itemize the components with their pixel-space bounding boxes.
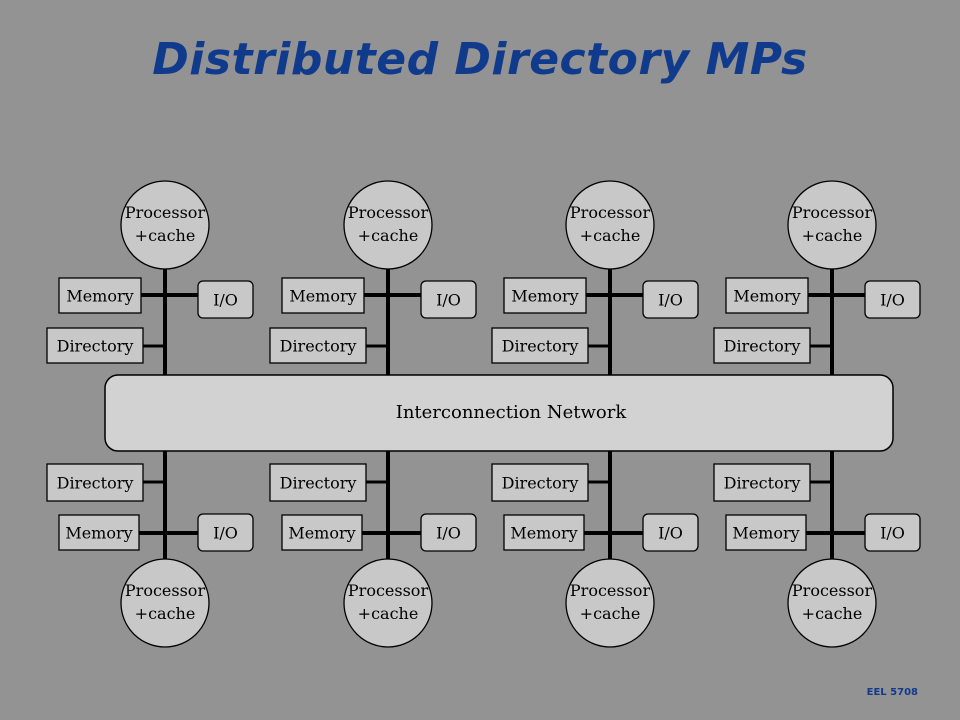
io-top-4-label: I/O xyxy=(880,291,905,310)
io-bottom-4 xyxy=(864,513,921,552)
processor-bottom-1-cache-label: +cache xyxy=(135,604,196,623)
io-top-3 xyxy=(642,280,699,319)
directory-bottom-2-label: Directory xyxy=(280,474,357,493)
processor-bottom-1-label: Processor xyxy=(125,581,206,600)
processor-bottom-3-label: Processor xyxy=(570,581,651,600)
processor-top-4 xyxy=(787,180,877,270)
io-top-4 xyxy=(864,280,921,319)
directory-top-4-label: Directory xyxy=(724,337,801,356)
io-top-1-label: I/O xyxy=(213,291,238,310)
memory-top-4-label: Memory xyxy=(733,287,800,306)
processor-bottom-4-cache-label: +cache xyxy=(802,604,863,623)
directory-bottom-3-label: Directory xyxy=(502,474,579,493)
memory-top-3 xyxy=(503,277,587,314)
io-bottom-3-label: I/O xyxy=(658,524,683,543)
io-bottom-2-label: I/O xyxy=(436,524,461,543)
io-top-2-label: I/O xyxy=(436,291,461,310)
processor-bottom-3 xyxy=(565,558,655,648)
memory-top-1 xyxy=(58,277,142,314)
directory-top-2-label: Directory xyxy=(280,337,357,356)
io-top-2 xyxy=(420,280,477,319)
processor-top-1 xyxy=(120,180,210,270)
memory-bottom-2-label: Memory xyxy=(288,524,355,543)
memory-top-3-label: Memory xyxy=(511,287,578,306)
processor-bottom-2-cache-label: +cache xyxy=(358,604,419,623)
directory-bottom-4 xyxy=(713,463,811,502)
directory-bottom-1 xyxy=(46,463,144,502)
directory-top-4 xyxy=(713,327,811,364)
directory-top-1 xyxy=(46,327,144,364)
processor-bottom-2 xyxy=(343,558,433,648)
directory-top-1-label: Directory xyxy=(57,337,134,356)
processor-top-3-cache-label: +cache xyxy=(580,226,641,245)
memory-bottom-1 xyxy=(58,514,140,551)
processor-bottom-2-label: Processor xyxy=(348,581,429,600)
directory-bottom-1-label: Directory xyxy=(57,474,134,493)
memory-bottom-1-label: Memory xyxy=(65,524,132,543)
memory-top-2-label: Memory xyxy=(289,287,356,306)
io-bottom-1 xyxy=(197,513,254,552)
processor-top-1-label: Processor xyxy=(125,203,206,222)
processor-top-4-label: Processor xyxy=(792,203,873,222)
interconnection-network xyxy=(104,374,894,452)
memory-bottom-3-label: Memory xyxy=(510,524,577,543)
memory-top-1-label: Memory xyxy=(66,287,133,306)
processor-top-1-cache-label: +cache xyxy=(135,226,196,245)
io-bottom-2 xyxy=(420,513,477,552)
directory-bottom-2 xyxy=(269,463,367,502)
processor-top-2-cache-label: +cache xyxy=(358,226,419,245)
directory-top-2 xyxy=(269,327,367,364)
io-bottom-3 xyxy=(642,513,699,552)
memory-bottom-2 xyxy=(281,514,363,551)
footer-course-code: EEL 5708 xyxy=(866,687,918,698)
processor-bottom-4-label: Processor xyxy=(792,581,873,600)
processor-bottom-3-cache-label: +cache xyxy=(580,604,641,623)
processor-bottom-4 xyxy=(787,558,877,648)
memory-top-2 xyxy=(281,277,365,314)
directory-top-3 xyxy=(491,327,589,364)
processor-top-2-label: Processor xyxy=(348,203,429,222)
memory-bottom-4 xyxy=(725,514,807,551)
processor-top-2 xyxy=(343,180,433,270)
processor-top-3 xyxy=(565,180,655,270)
memory-bottom-4-label: Memory xyxy=(732,524,799,543)
processor-bottom-1 xyxy=(120,558,210,648)
directory-bottom-4-label: Directory xyxy=(724,474,801,493)
io-bottom-1-label: I/O xyxy=(213,524,238,543)
processor-top-3-label: Processor xyxy=(570,203,651,222)
io-top-3-label: I/O xyxy=(658,291,683,310)
directory-bottom-3 xyxy=(491,463,589,502)
directory-top-3-label: Directory xyxy=(502,337,579,356)
interconnection-network-label: Interconnection Network xyxy=(396,402,628,423)
memory-bottom-3 xyxy=(503,514,585,551)
io-bottom-4-label: I/O xyxy=(880,524,905,543)
processor-top-4-cache-label: +cache xyxy=(802,226,863,245)
memory-top-4 xyxy=(725,277,809,314)
slide-title: Distributed Directory MPs xyxy=(152,34,808,85)
io-top-1 xyxy=(197,280,254,319)
